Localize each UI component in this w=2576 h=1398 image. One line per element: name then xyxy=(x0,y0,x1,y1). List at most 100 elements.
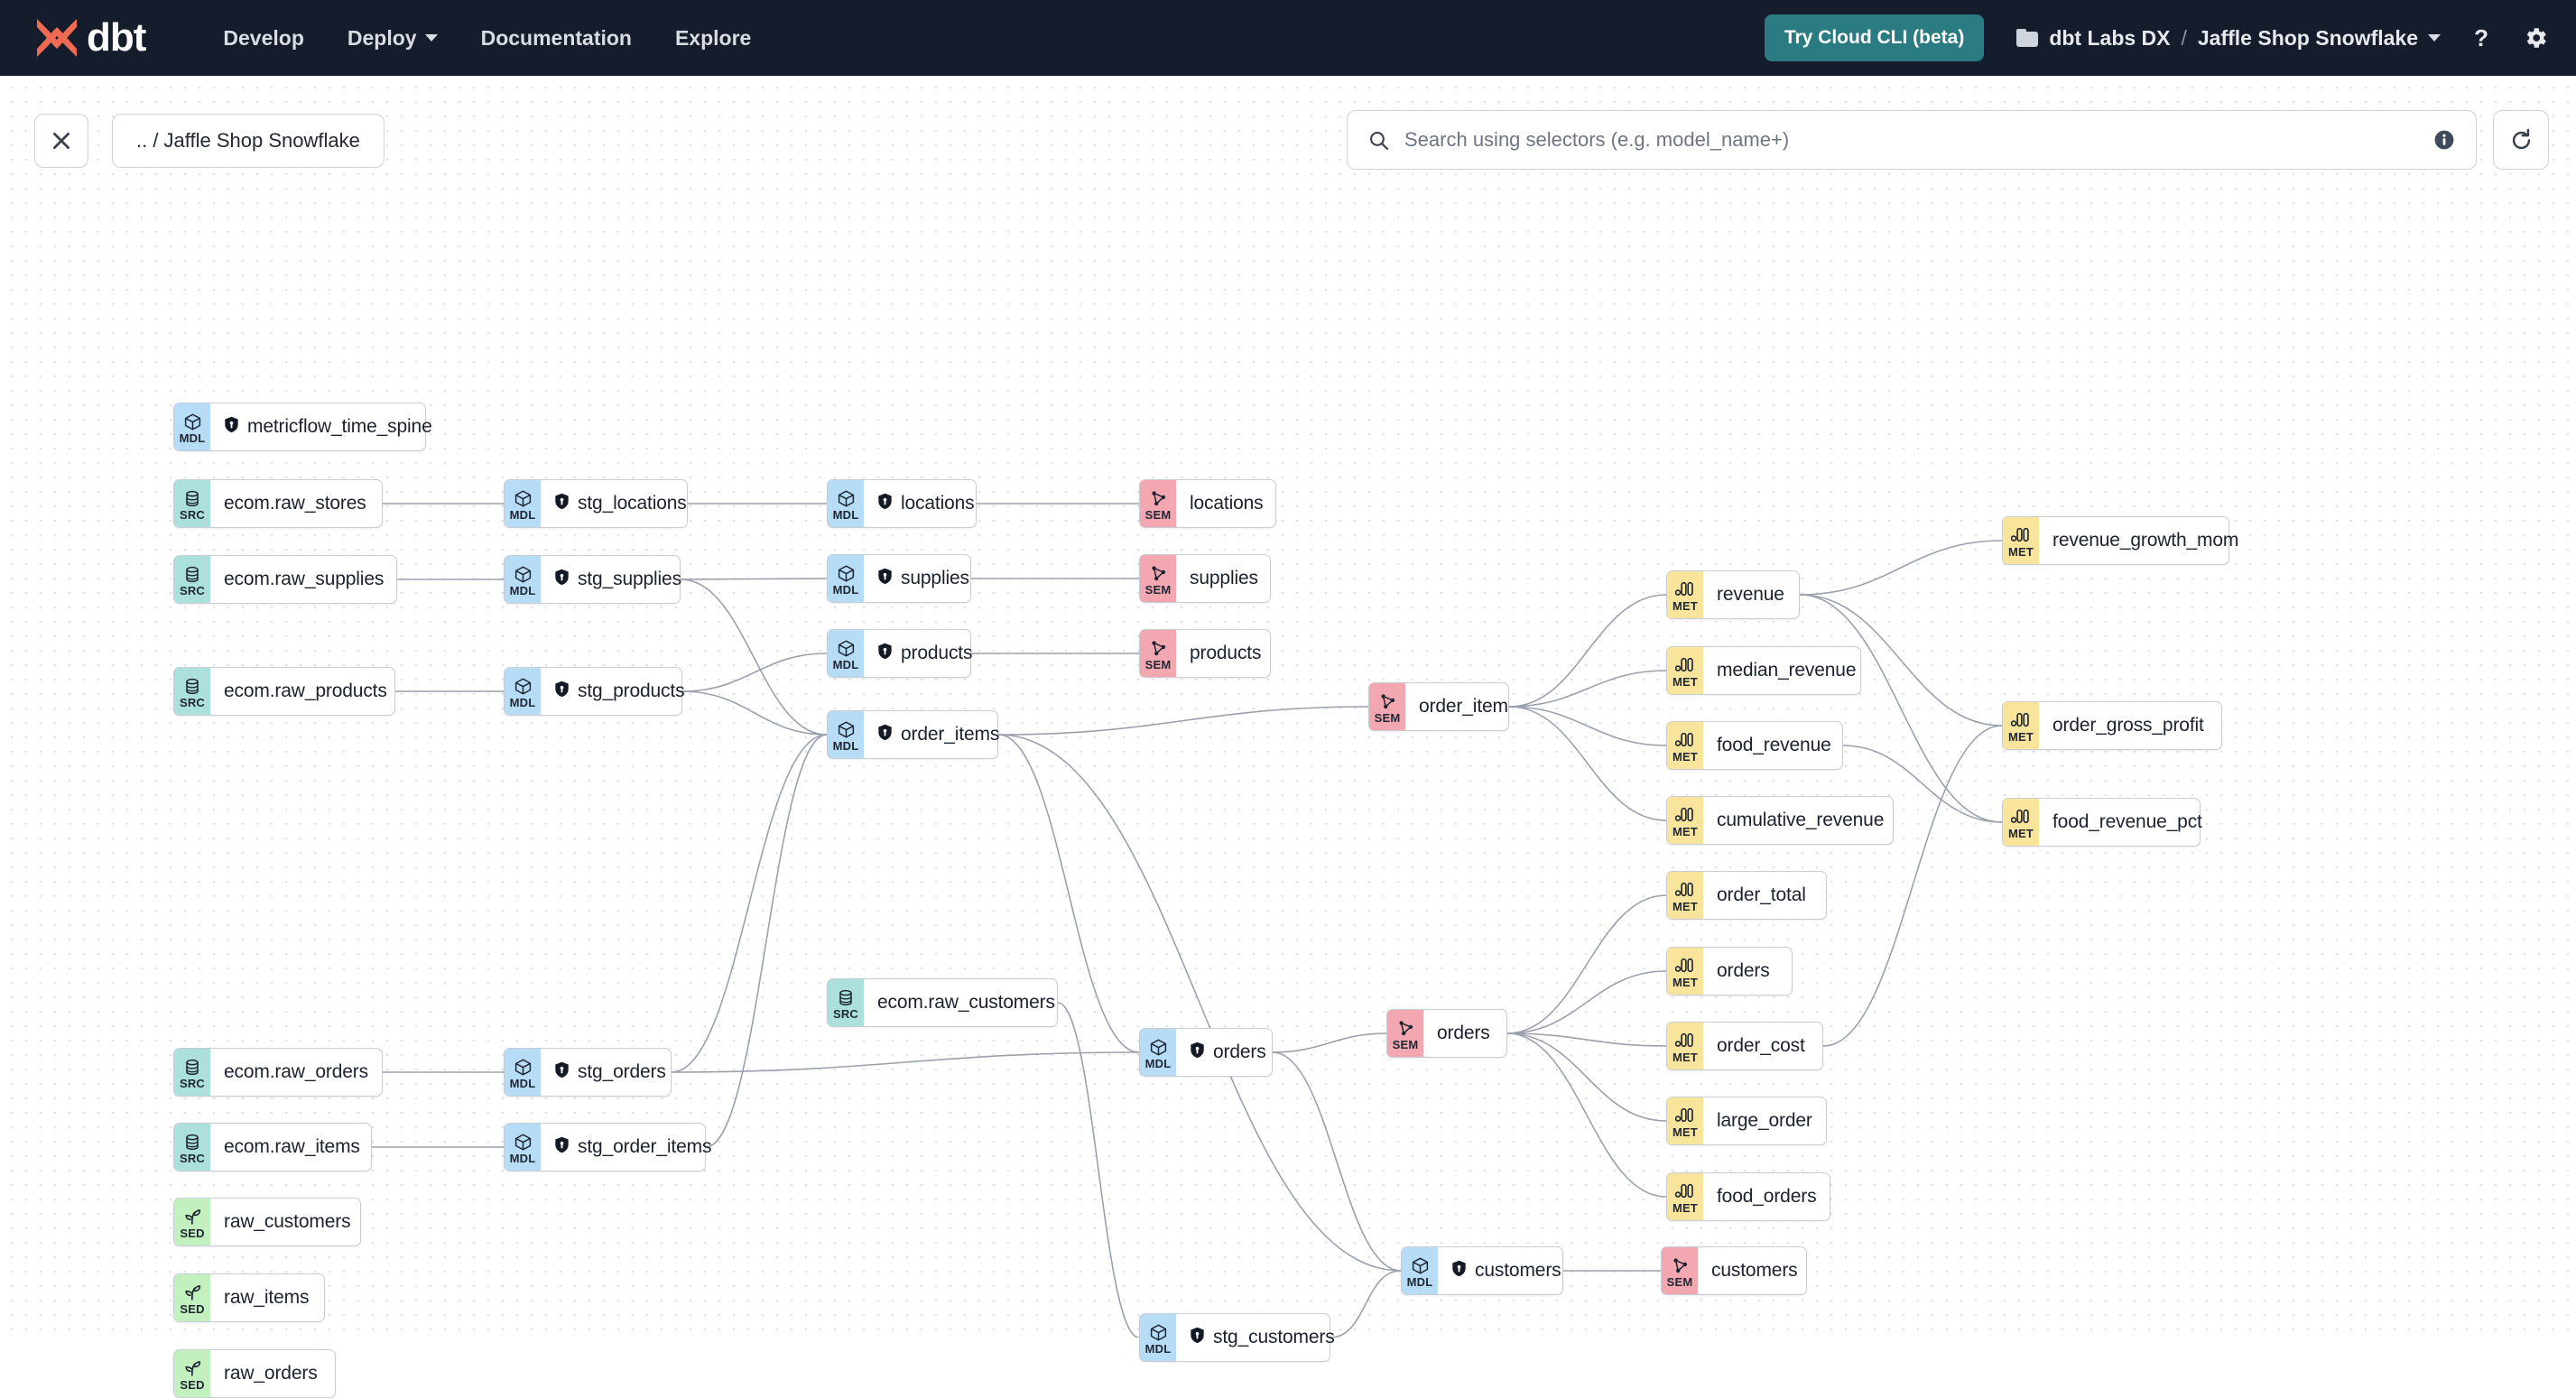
shield-icon xyxy=(554,1061,570,1084)
graph-node-metricflow_time_spine[interactable]: MDL metricflow_time_spine xyxy=(173,403,432,451)
graph-node-met_orders[interactable]: MET orders xyxy=(1666,947,1793,995)
nav-item-deploy[interactable]: Deploy xyxy=(326,17,459,60)
node-type-badge-sem: SEM xyxy=(1369,683,1405,730)
breadcrumb-account[interactable]: dbt Labs DX xyxy=(2049,25,2171,50)
graph-node-src_stores[interactable]: SRC ecom.raw_stores xyxy=(173,479,383,528)
nav-item-develop-label: Develop xyxy=(223,25,304,50)
database-icon xyxy=(183,1133,201,1152)
shield-icon xyxy=(877,643,893,665)
graph-node-stg_customers[interactable]: MDL stg_customers xyxy=(1139,1313,1335,1362)
node-body: cumulative_revenue xyxy=(1703,797,1899,844)
graph-node-stg_locations[interactable]: MDL stg_locations xyxy=(504,479,688,528)
lineage-graph-canvas[interactable]: MDL metricflow_time_spine SRC ecom.raw_s… xyxy=(0,76,2576,1398)
graph-node-stg_orders[interactable]: MDL stg_orders xyxy=(504,1048,672,1097)
graph-node-met_food_revenue[interactable]: MET food_revenue xyxy=(1666,721,1843,770)
graph-node-mdl_locations[interactable]: MDL locations xyxy=(827,479,977,528)
graph-node-sem_order_item[interactable]: SEM order_item xyxy=(1368,682,1509,731)
node-type-badge-mdl: MDL xyxy=(505,1049,541,1096)
node-label: ecom.raw_orders xyxy=(224,1061,368,1082)
node-type-badge-src: SRC xyxy=(174,480,210,527)
node-type-label: MDL xyxy=(832,582,859,597)
node-label: order_gross_profit xyxy=(2052,715,2204,736)
refresh-button[interactable] xyxy=(2493,110,2549,170)
graph-node-met_food_orders[interactable]: MET food_orders xyxy=(1666,1172,1830,1221)
graph-node-mdl_supplies[interactable]: MDL supplies xyxy=(827,554,971,603)
graph-node-src_products[interactable]: SRC ecom.raw_products xyxy=(173,667,395,716)
graph-node-sed_customers[interactable]: SED raw_customers xyxy=(173,1198,361,1246)
graph-node-met_food_revenue_pct[interactable]: MET food_revenue_pct xyxy=(2002,798,2202,847)
graph-node-mdl_products[interactable]: MDL products xyxy=(827,629,973,678)
nav-item-explore[interactable]: Explore xyxy=(653,17,773,60)
nav-item-documentation[interactable]: Documentation xyxy=(459,17,653,60)
breadcrumb-path-chip[interactable]: .. / Jaffle Shop Snowflake xyxy=(112,114,385,168)
node-type-badge-sed: SED xyxy=(174,1350,210,1397)
graph-node-mdl_customers[interactable]: MDL customers xyxy=(1401,1246,1563,1295)
node-type-badge-mdl: MDL xyxy=(505,668,541,715)
close-button[interactable] xyxy=(34,114,88,168)
graph-node-sed_orders[interactable]: SED raw_orders xyxy=(173,1349,336,1398)
refresh-icon xyxy=(2512,128,2530,149)
lineage-edge xyxy=(997,734,1402,1272)
node-label: large_order xyxy=(1717,1110,1812,1131)
nav-item-develop[interactable]: Develop xyxy=(201,17,325,60)
node-label: ecom.raw_customers xyxy=(877,992,1055,1013)
lineage-edge xyxy=(1272,1051,1402,1272)
node-body: ecom.raw_stores xyxy=(210,480,382,527)
graph-node-stg_supplies[interactable]: MDL stg_supplies xyxy=(504,555,681,604)
gear-icon[interactable] xyxy=(2522,24,2549,51)
node-body: raw_orders xyxy=(210,1350,333,1397)
graph-node-met_median_revenue[interactable]: MET median_revenue xyxy=(1666,646,1861,695)
question-mark-icon[interactable]: ? xyxy=(2468,24,2495,51)
graph-node-stg_order_items[interactable]: MDL stg_order_items xyxy=(504,1123,711,1171)
node-type-badge-met: MET xyxy=(1667,1097,1703,1144)
graph-node-met_order_total[interactable]: MET order_total xyxy=(1666,871,1827,920)
search-bar[interactable] xyxy=(1347,110,2477,170)
graph-node-icon xyxy=(1149,564,1168,583)
lineage-edge xyxy=(1506,1032,1667,1047)
lineage-edge xyxy=(705,734,828,1148)
graph-node-met_order_cost[interactable]: MET order_cost xyxy=(1666,1022,1823,1070)
node-type-label: MET xyxy=(1672,1050,1699,1064)
dbt-logo[interactable]: dbt xyxy=(32,16,146,60)
graph-node-met_revenue[interactable]: MET revenue xyxy=(1666,570,1800,619)
node-body: products xyxy=(1176,630,1276,677)
search-input[interactable] xyxy=(1404,128,2418,152)
try-cloud-cli-button[interactable]: Try Cloud CLI (beta) xyxy=(1764,14,1985,61)
node-body: stg_products xyxy=(541,668,700,715)
graph-node-sem_orders[interactable]: SEM orders xyxy=(1386,1009,1507,1058)
node-type-badge-mdl: MDL xyxy=(505,556,541,603)
graph-node-met_order_gross_profit[interactable]: MET order_gross_profit xyxy=(2002,701,2222,750)
graph-node-sem_locations[interactable]: SEM locations xyxy=(1139,479,1276,528)
graph-node-sem_customers[interactable]: SEM customers xyxy=(1661,1246,1807,1295)
graph-node-stg_products[interactable]: MDL stg_products xyxy=(504,667,685,716)
graph-node-met_revenue_growth_mom[interactable]: MET revenue_growth_mom xyxy=(2002,516,2238,565)
graph-node-met_large_order[interactable]: MET large_order xyxy=(1666,1097,1827,1145)
node-type-label: SEM xyxy=(1144,507,1172,522)
lineage-edge xyxy=(1506,970,1667,1034)
graph-node-sem_products[interactable]: SEM products xyxy=(1139,629,1271,678)
info-icon[interactable] xyxy=(2432,128,2456,152)
node-type-label: MDL xyxy=(1144,1056,1172,1070)
node-body: raw_customers xyxy=(210,1199,366,1245)
node-body: stg_orders xyxy=(541,1049,681,1096)
graph-node-src_customers[interactable]: SRC ecom.raw_customers xyxy=(827,978,1058,1027)
graph-node-sem_supplies[interactable]: SEM supplies xyxy=(1139,554,1271,603)
node-type-label: MET xyxy=(1672,899,1699,913)
node-label: customers xyxy=(1711,1260,1798,1281)
node-label: orders xyxy=(1213,1042,1266,1062)
graph-node-mdl_orders[interactable]: MDL orders xyxy=(1139,1028,1273,1077)
graph-node-src_items[interactable]: SRC ecom.raw_items xyxy=(173,1123,372,1171)
graph-node-met_cumulative_revenue[interactable]: MET cumulative_revenue xyxy=(1666,796,1894,845)
node-type-label: MET xyxy=(2007,729,2034,744)
breadcrumb-project-selector[interactable]: Jaffle Shop Snowflake xyxy=(2198,26,2441,51)
node-label: stg_supplies xyxy=(578,569,681,589)
node-type-badge-src: SRC xyxy=(174,668,210,715)
dbt-logo-mark xyxy=(37,19,77,57)
bar-chart-icon xyxy=(1675,957,1695,976)
graph-node-mdl_order_items[interactable]: MDL order_items xyxy=(827,710,999,759)
graph-node-src_supplies[interactable]: SRC ecom.raw_supplies xyxy=(173,555,397,604)
graph-node-sed_items[interactable]: SED raw_items xyxy=(173,1273,325,1322)
node-label: raw_orders xyxy=(224,1363,318,1384)
cube-icon xyxy=(1149,1038,1168,1057)
graph-node-src_orders[interactable]: SRC ecom.raw_orders xyxy=(173,1048,383,1097)
